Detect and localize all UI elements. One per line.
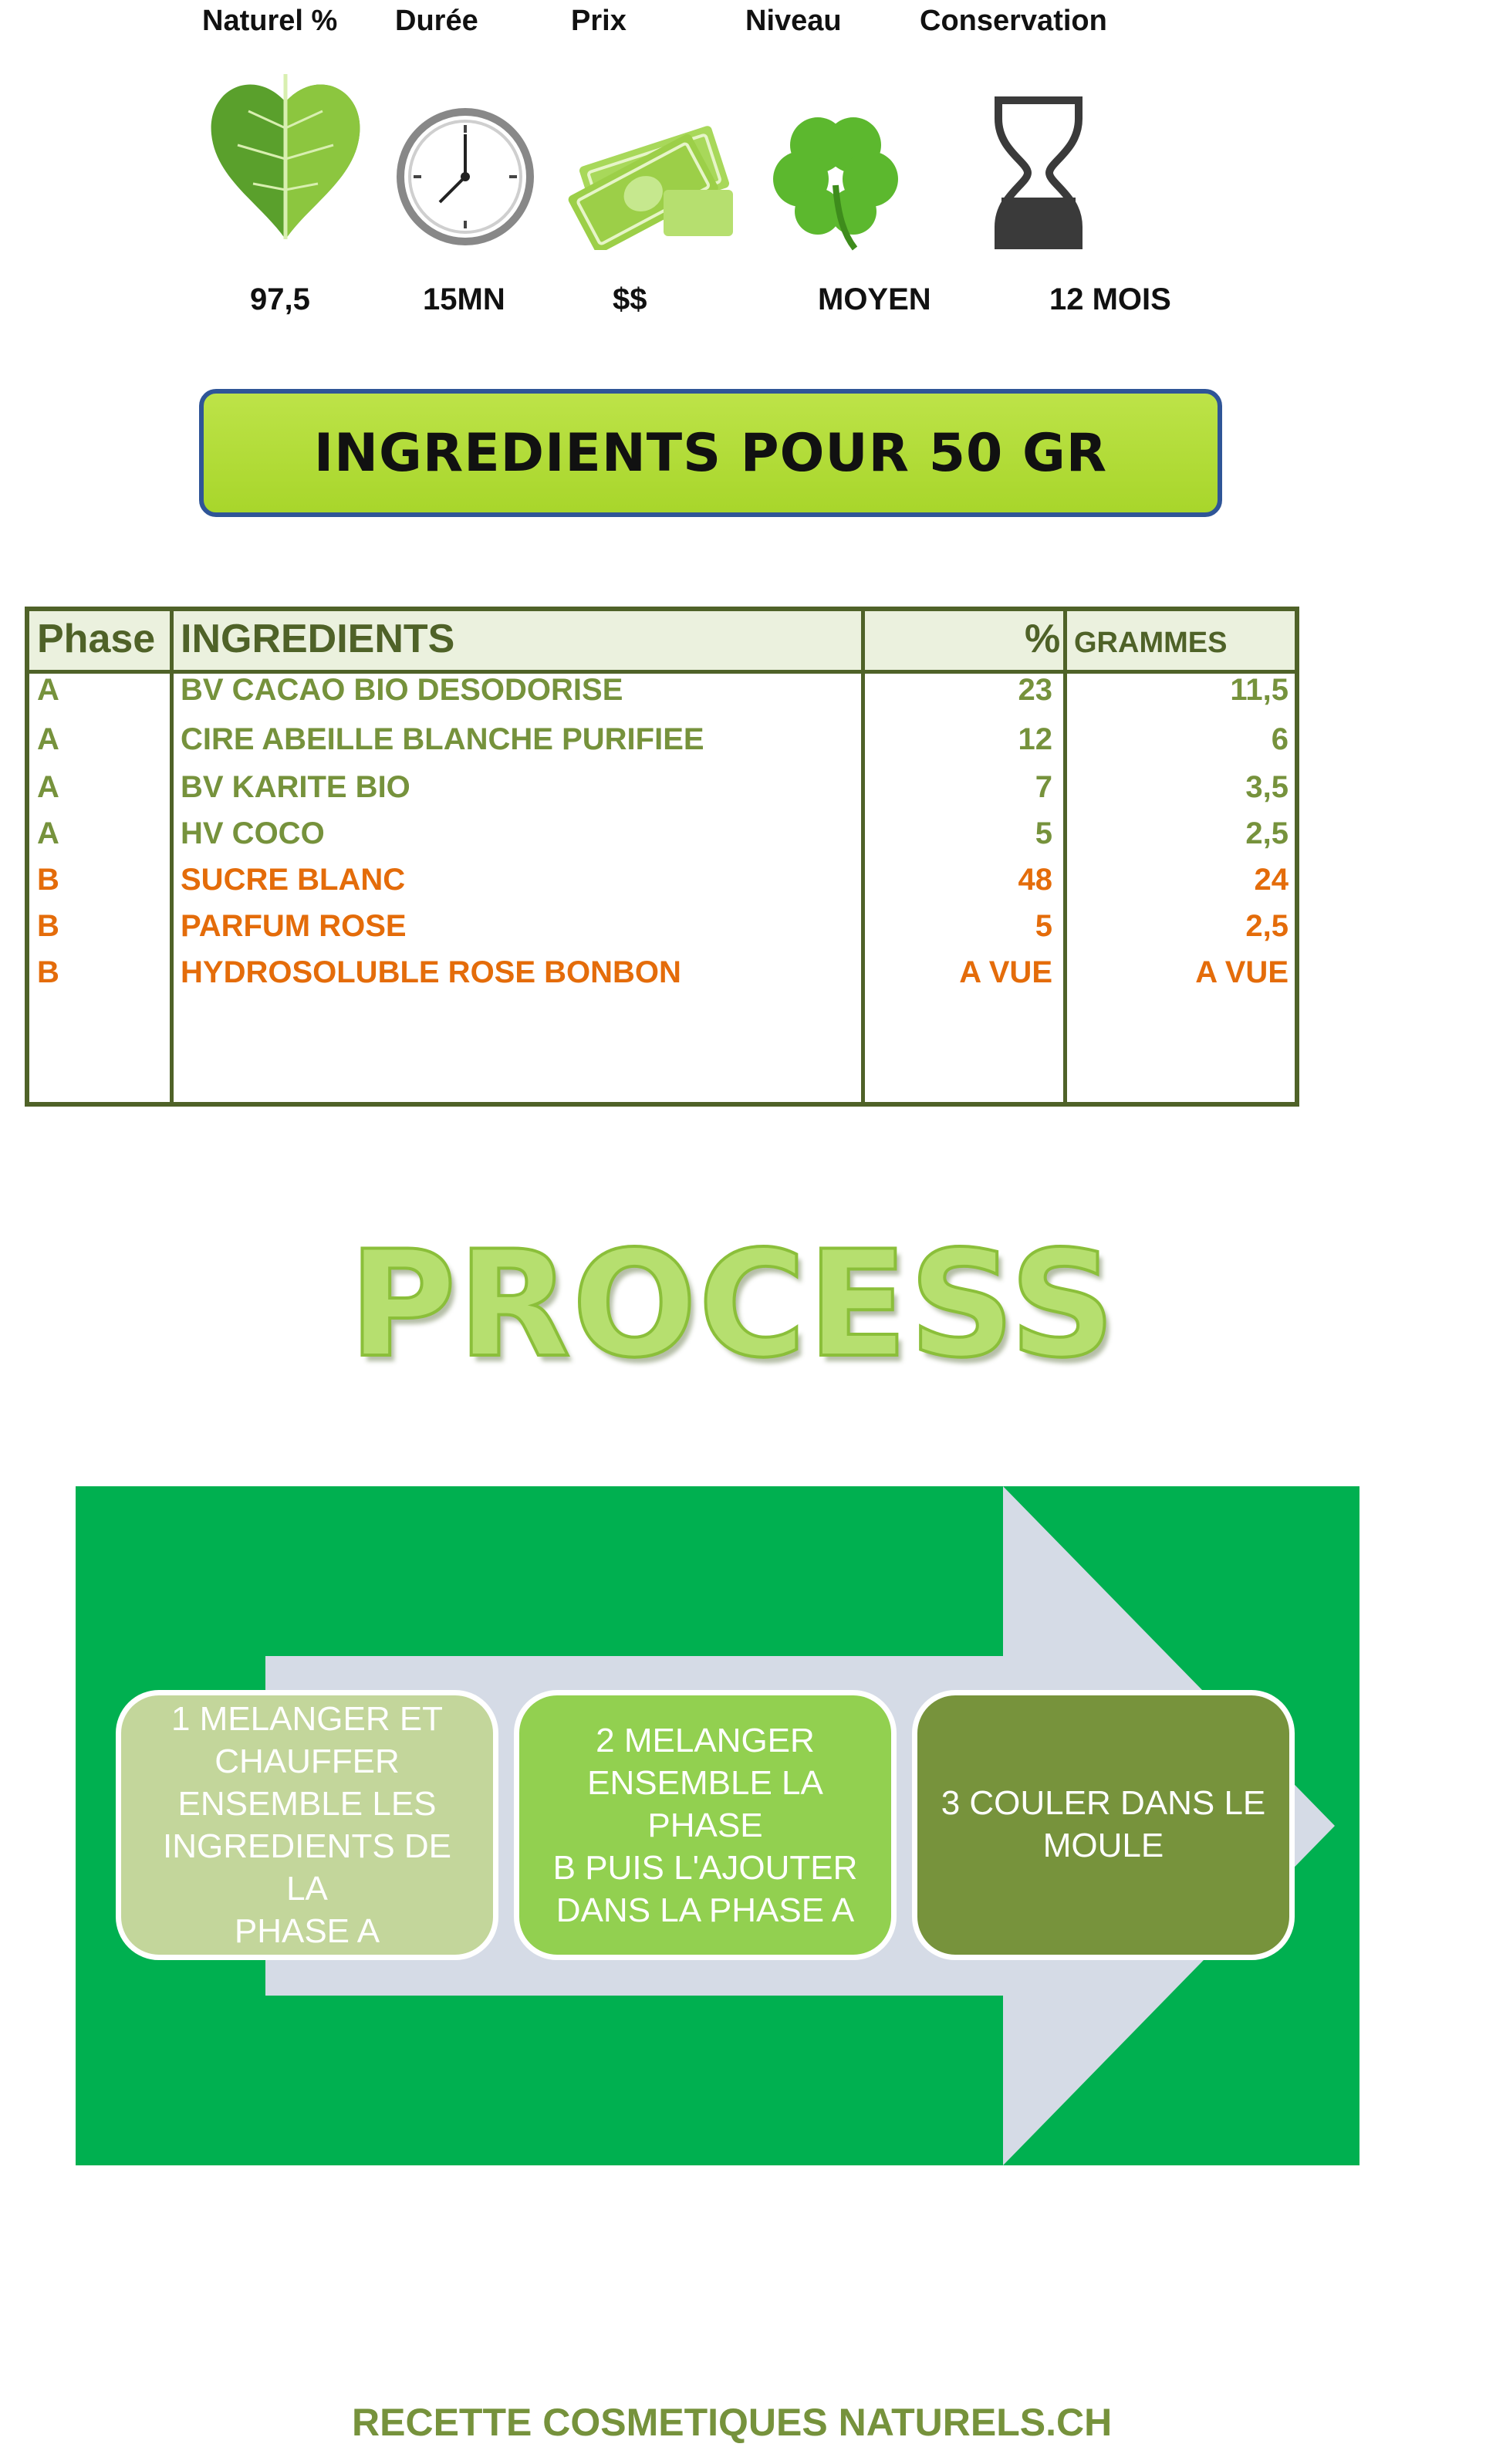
value-duree: 15MN [423, 282, 505, 316]
ingredients-table: Phase INGREDIENTS % GRAMMES A BV CACAO BI… [25, 607, 1299, 1107]
value-conservation: 12 MOIS [1049, 282, 1171, 316]
column-divider [1063, 611, 1067, 1102]
header-niveau: Niveau [745, 5, 842, 37]
cell-ingredient: CIRE ABEILLE BLANCHE PURIFIEE [181, 722, 704, 756]
column-divider [170, 611, 174, 1102]
cell-grams: 11,5 [1230, 673, 1289, 707]
cell-percent: 48 [1018, 863, 1053, 897]
process-title: PROCESS [347, 1218, 1117, 1391]
cell-phase: A [37, 770, 59, 804]
cell-ingredient: HV COCO [181, 816, 325, 850]
header-phase: Phase [37, 617, 156, 661]
cell-percent: 23 [1018, 673, 1053, 707]
cell-phase: A [37, 722, 59, 756]
header-grammes: GRAMMES [1074, 627, 1228, 659]
cell-grams: 6 [1271, 722, 1289, 756]
header-conservation: Conservation [920, 5, 1107, 37]
leaf-icon [211, 74, 360, 240]
cell-percent: A VUE [959, 955, 1052, 989]
cell-phase: A [37, 673, 59, 707]
value-niveau: MOYEN [818, 282, 931, 316]
cell-percent: 7 [1035, 770, 1052, 804]
cell-ingredient: PARFUM ROSE [181, 909, 407, 943]
cell-phase: A [37, 816, 59, 850]
money-icon [568, 126, 733, 250]
header-percent: % [1025, 617, 1061, 661]
cell-percent: 5 [1035, 816, 1052, 850]
header-prix: Prix [571, 5, 627, 37]
cell-phase: B [37, 863, 59, 897]
cell-grams: 2,5 [1245, 909, 1289, 943]
hourglass-icon [995, 96, 1082, 249]
value-naturel: 97,5 [250, 282, 310, 316]
cell-ingredient: SUCRE BLANC [181, 863, 406, 897]
header-duree: Durée [395, 5, 478, 37]
cell-grams: A VUE [1195, 955, 1289, 989]
column-divider [861, 611, 865, 1102]
header-naturel: Naturel % [202, 5, 338, 37]
table-header-row: Phase INGREDIENTS % GRAMMES [29, 611, 1295, 674]
cell-phase: B [37, 955, 59, 989]
banner-title: INGREDIENTS POUR 50 GR [313, 422, 1108, 484]
cell-ingredient: BV KARITE BIO [181, 770, 410, 804]
cell-ingredient: HYDROSOLUBLE ROSE BONBON [181, 955, 681, 989]
cell-phase: B [37, 909, 59, 943]
cell-percent: 5 [1035, 909, 1052, 943]
cell-ingredient: BV CACAO BIO DESODORISE [181, 673, 623, 707]
value-prix: $$ [613, 282, 647, 316]
clock-icon [397, 108, 534, 245]
cell-grams: 3,5 [1245, 770, 1289, 804]
cell-percent: 12 [1018, 722, 1053, 756]
header-ingredients: INGREDIENTS [181, 617, 455, 661]
clover-icon [773, 117, 898, 251]
cell-grams: 24 [1254, 863, 1289, 897]
cell-grams: 2,5 [1245, 816, 1289, 850]
footer-credit: RECETTE COSMETIQUES NATURELS.CH [352, 2401, 1113, 2444]
ingredients-banner: INGREDIENTS POUR 50 GR [199, 389, 1222, 517]
